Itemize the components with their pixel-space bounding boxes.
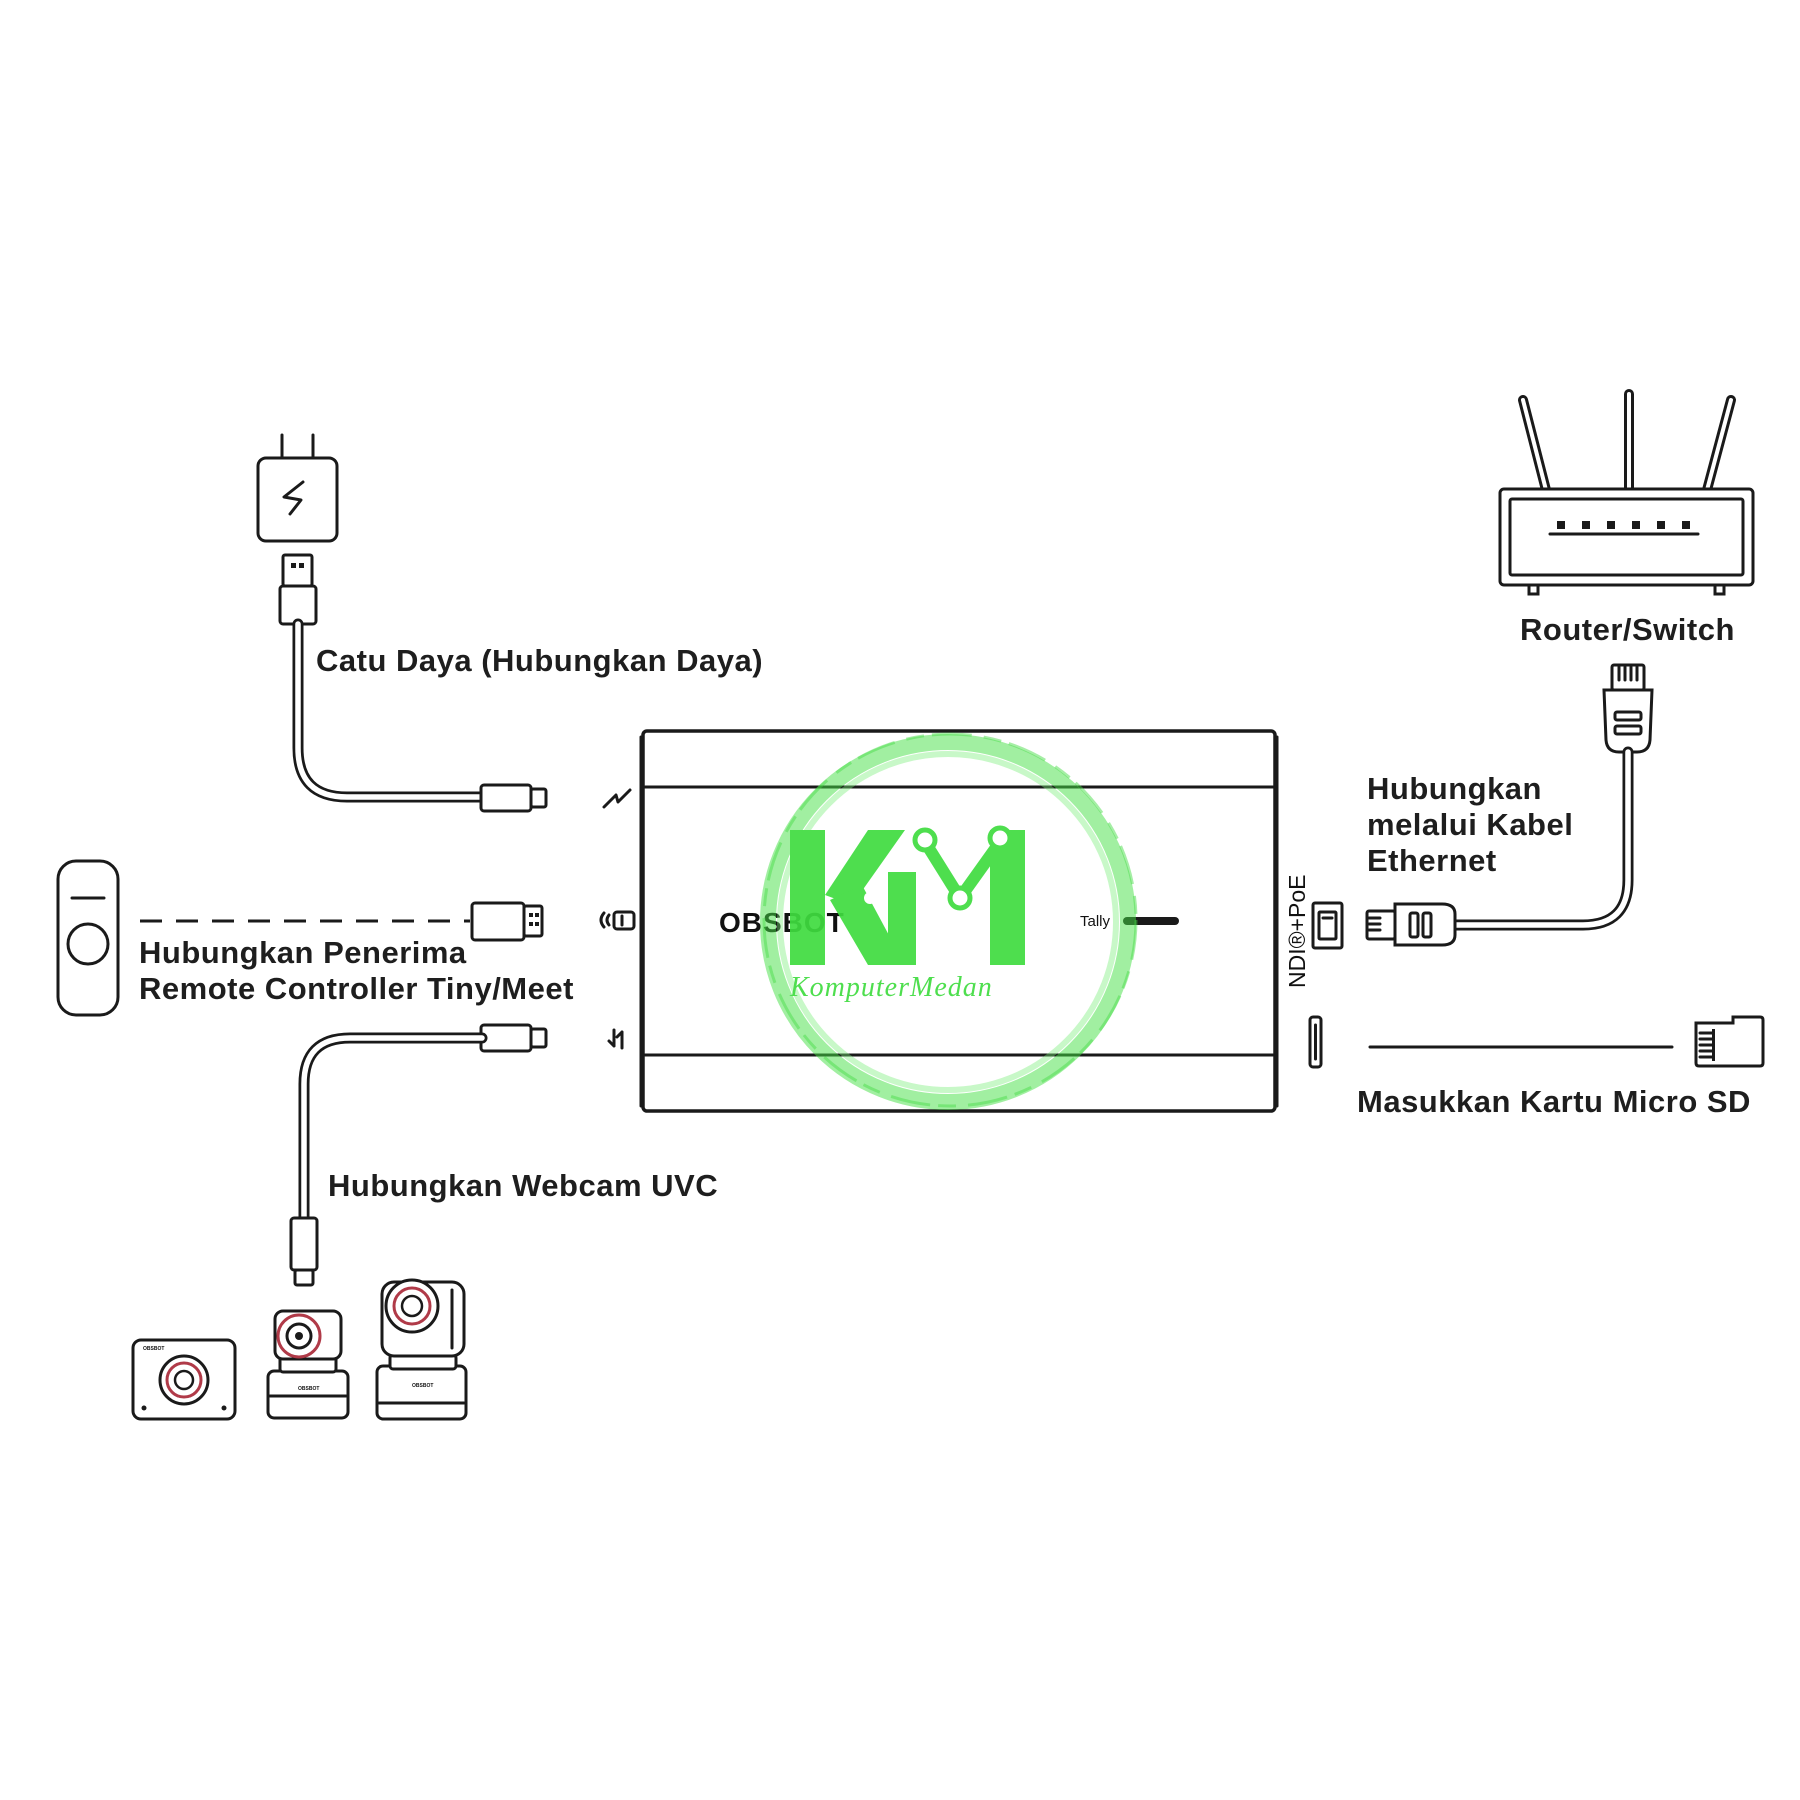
data-transfer-port-icon: [607, 1028, 624, 1050]
webcam-cable: [298, 1032, 488, 1226]
km-logo-icon: [790, 825, 1025, 965]
usb-c-plug-icon: [479, 783, 548, 813]
receiver-port-icon: [599, 910, 636, 931]
ethernet-label-line3: Ethernet: [1367, 843, 1497, 878]
power-cable: [292, 618, 488, 803]
komputermedan-watermark: KomputerMedan: [760, 732, 1138, 1110]
webcam-meet-icon: OBSBOT: [131, 1338, 237, 1421]
usb-a-plug-icon: [278, 553, 318, 626]
usb-c-plug-icon: [289, 1216, 319, 1287]
micro-sd-card-icon: [1694, 1015, 1765, 1068]
rj45-plug-icon: [1365, 902, 1457, 947]
power-adapter-icon: [256, 433, 339, 543]
sd-label: Masukkan Kartu Micro SD: [1357, 1084, 1751, 1119]
tally-label: Tally: [1080, 913, 1111, 930]
receiver-label-line2: Remote Controller Tiny/Meet: [139, 971, 574, 1006]
receiver-label-line1: Hubungkan Penerima: [139, 935, 467, 970]
camera-brand-text: OBSBOT: [143, 1346, 164, 1352]
usb-receiver-dongle-icon: [470, 901, 544, 942]
usb-c-plug-icon: [479, 1023, 548, 1053]
ethernet-label-line2: melalui Kabel: [1367, 807, 1573, 842]
webcam-label: Hubungkan Webcam UVC: [328, 1168, 718, 1203]
power-label: Catu Daya (Hubungkan Daya): [316, 643, 763, 678]
camera-brand-text: OBSBOT: [298, 1386, 319, 1392]
ptz-camera-tiny-icon: OBSBOT: [266, 1309, 350, 1420]
watermark-text: KomputerMedan: [789, 972, 993, 1003]
tally-light-indicator: [1123, 917, 1179, 925]
sd-card-slot-icon: [1308, 1015, 1323, 1069]
ptz-camera-tail-icon: OBSBOT: [375, 1278, 468, 1421]
rj45-plug-icon: [1602, 663, 1654, 754]
ethernet-cable: [1436, 746, 1634, 931]
router-switch-icon: [1498, 389, 1755, 596]
obsbot-device: OBSBOT Tally: [639, 729, 1279, 1113]
ethernet-port-icon: [1311, 901, 1344, 950]
power-port-icon: [602, 788, 632, 809]
port-label: NDI®+PoE: [1284, 875, 1310, 988]
router-label: Router/Switch: [1520, 612, 1735, 647]
ethernet-label-line1: Hubungkan: [1367, 771, 1542, 806]
remote-controller-icon: [56, 859, 120, 1017]
camera-brand-text: OBSBOT: [412, 1383, 433, 1389]
